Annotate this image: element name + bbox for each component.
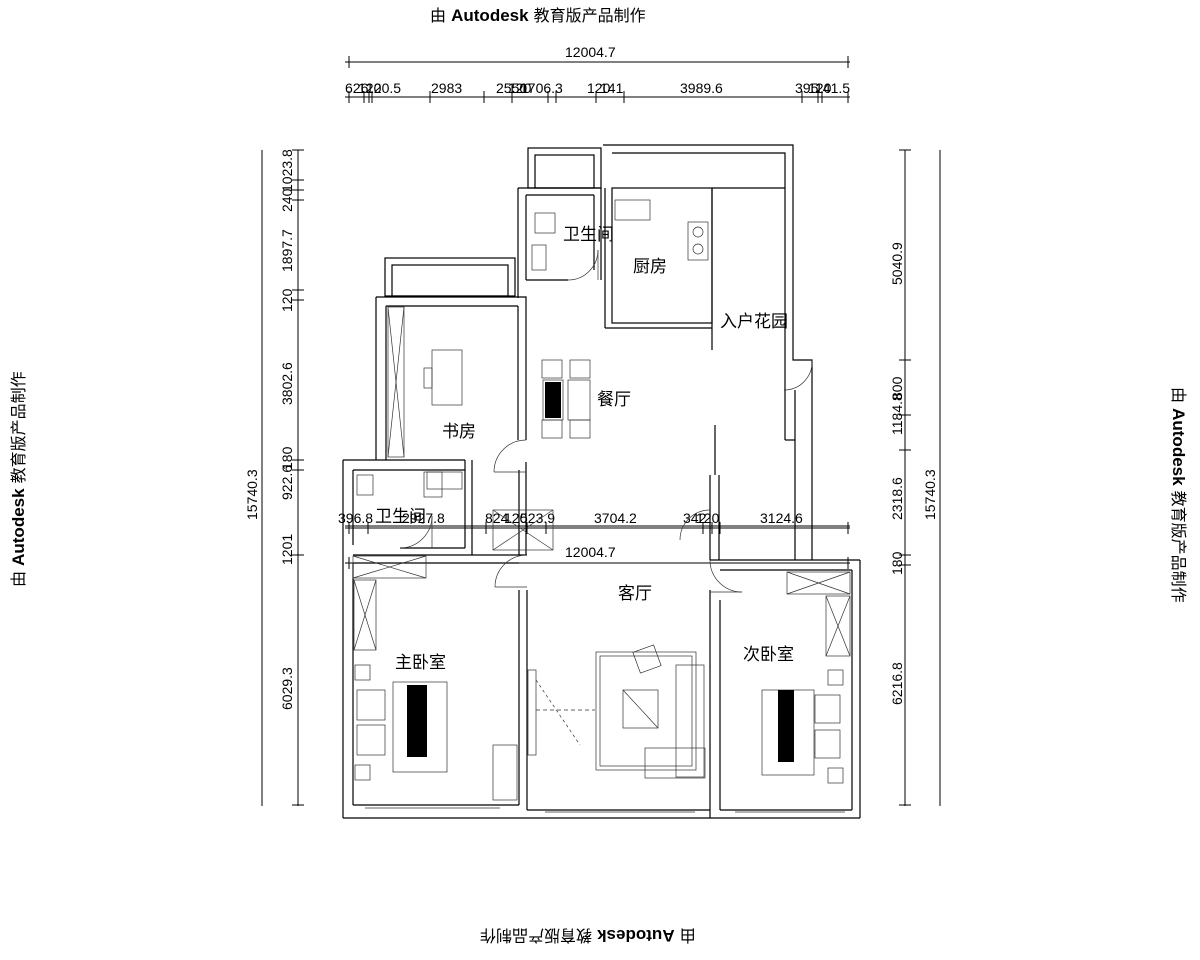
dim-top-segment-label: 3989.6 xyxy=(680,80,723,96)
dim-left-segment-label: 3802.6 xyxy=(279,362,295,405)
study-desk xyxy=(431,349,463,406)
dim-top-segment-label: 626 xyxy=(345,80,369,96)
dim-left-segment-label: 1897.7 xyxy=(279,229,295,272)
dim-right-segment-label: 180 xyxy=(889,551,905,575)
sink-top xyxy=(531,244,547,271)
dim-left-total: 15740.3 xyxy=(244,469,260,520)
room-label-entry-garden: 入户花园 xyxy=(720,312,788,332)
toilet-top xyxy=(534,212,556,234)
walls xyxy=(342,144,861,819)
kitchen-sink xyxy=(614,199,651,221)
dim-right-segment-label: 800 xyxy=(889,376,905,400)
dim-left-segment-label: 120 xyxy=(279,288,295,312)
sofa xyxy=(675,664,705,778)
dim-bottom-segment-label: 2927.8 xyxy=(402,510,445,526)
dim-right-segment-label: 2318.6 xyxy=(889,477,905,520)
master-bed xyxy=(392,681,448,773)
dim-top-segment-label: 120 xyxy=(508,80,532,96)
stove xyxy=(687,221,709,261)
watermark-brand: Autodesk xyxy=(451,6,529,25)
watermark-top: 由 Autodesk 教育版产品制作 xyxy=(430,2,646,26)
dim-left-segment-label: 180 xyxy=(279,446,295,470)
room-label-master-bedroom: 主卧室 xyxy=(395,653,446,673)
dim-bottom-total: 12004.7 xyxy=(565,544,616,560)
dim-top-segment-label: 2550 xyxy=(496,80,527,96)
dim-bottom-segment-label: 824 xyxy=(485,510,509,526)
dim-top-total: 12004.7 xyxy=(565,44,616,60)
room-label-dining: 餐厅 xyxy=(597,390,631,410)
room-label-bathroom-top: 卫生间 xyxy=(563,225,614,245)
coffee-table xyxy=(622,689,659,729)
dim-top-segment-label: 120 xyxy=(358,80,382,96)
furniture xyxy=(354,199,844,801)
dim-top-segment-label: 120 xyxy=(587,80,611,96)
dim-top-segment-label: 141 xyxy=(600,80,624,96)
dim-bottom-segment-label: 3124.6 xyxy=(760,510,803,526)
dim-bottom-segment-label: 342 xyxy=(683,510,707,526)
room-label-bathroom-left: 卫生间 xyxy=(375,507,426,527)
dim-right-segment-label: 1184.8 xyxy=(889,393,905,435)
dim-top-segment-label: 120.5 xyxy=(366,80,401,96)
dim-left-segment-label: 1023.8 xyxy=(279,149,295,192)
dim-left-segment-label: 240 xyxy=(279,188,295,212)
room-label-living: 客厅 xyxy=(618,584,652,604)
room-labels: 卫生间 厨房 入户花园 餐厅 书房 卫生间 客厅 主卧室 次卧室 xyxy=(375,225,794,673)
sink-left xyxy=(426,471,463,490)
room-label-kitchen: 厨房 xyxy=(633,257,667,277)
dim-top-segment-label: 2983 xyxy=(431,80,462,96)
dim-right-segment-label: 6216.8 xyxy=(889,662,905,705)
dim-top-segment-label: 141.5 xyxy=(815,80,850,96)
dim-right-segment-label: 5040.9 xyxy=(889,242,905,285)
dim-left-segment-label: 1201 xyxy=(279,534,295,565)
dim-left-segment-label: 6029.3 xyxy=(279,667,295,710)
tv-cabinet xyxy=(527,669,537,756)
dim-top-segment-label: 1706.3 xyxy=(520,80,563,96)
dim-top-segment-label: 395 xyxy=(795,80,819,96)
doors xyxy=(399,249,813,593)
dim-bottom-segment-label: 120 xyxy=(504,510,528,526)
watermark-prefix: 由 xyxy=(430,6,447,25)
watermark-suffix: 教育版产品制作 xyxy=(533,6,646,25)
room-label-study: 书房 xyxy=(442,422,476,442)
dim-top-segment-label: 120 xyxy=(808,80,832,96)
living-rug xyxy=(595,651,697,771)
dim-left-segment-label: 922.6 xyxy=(279,465,295,500)
dim-bottom-segment-label: 396.8 xyxy=(338,510,373,526)
room-label-second-bedroom: 次卧室 xyxy=(743,645,794,665)
dim-bottom-segment-label: 120 xyxy=(696,510,720,526)
dim-bottom-segment-label: 3704.2 xyxy=(594,510,637,526)
dim-right-total: 15740.3 xyxy=(922,469,938,520)
